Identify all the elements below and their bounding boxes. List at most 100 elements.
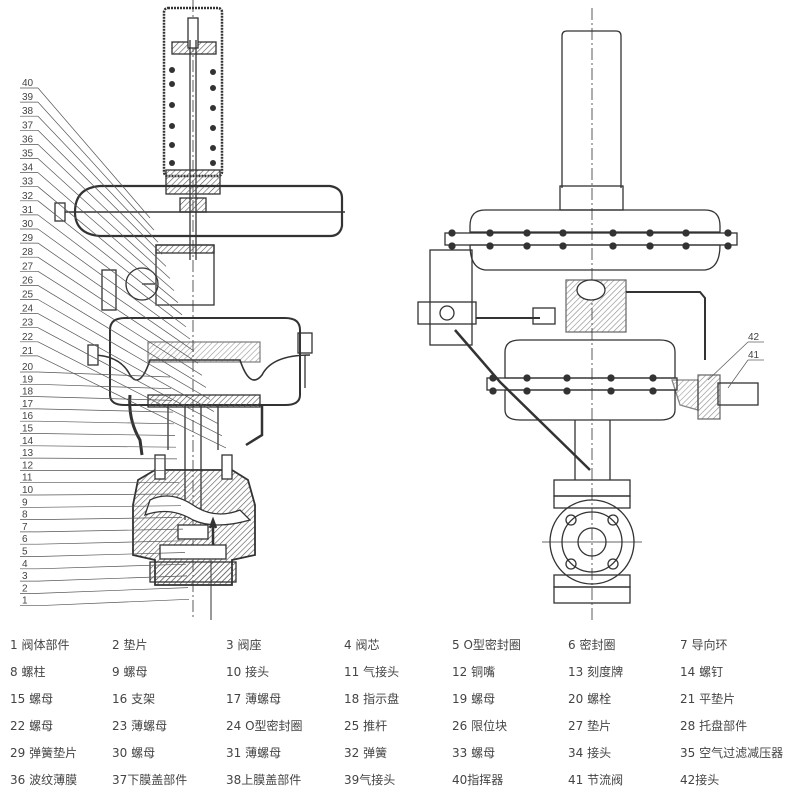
bolt <box>486 229 494 237</box>
leader-line <box>37 517 183 520</box>
leader-line <box>37 408 174 413</box>
callout-8: 8 <box>22 510 28 521</box>
leader-line <box>37 575 188 582</box>
callout-33: 33 <box>22 177 34 188</box>
bolt <box>489 374 497 382</box>
bolt <box>559 242 567 250</box>
leader-line <box>37 285 207 388</box>
part-item: 32 弹簧 <box>344 746 388 760</box>
callout-15: 15 <box>22 424 34 435</box>
part-item: 3 阀座 <box>226 638 262 652</box>
callout-23: 23 <box>22 318 34 329</box>
callout-24: 24 <box>22 304 34 315</box>
leader-line <box>37 313 215 412</box>
part-item: 21 平垫片 <box>680 692 736 706</box>
bolt <box>563 374 571 382</box>
leader-line <box>37 214 187 328</box>
leader-line <box>37 355 227 449</box>
lower-diaphragm <box>504 339 676 379</box>
part-item: 7 导向环 <box>680 638 728 652</box>
leader-line <box>37 540 185 545</box>
bolt <box>523 387 531 395</box>
part-item: 10 接头 <box>226 665 270 679</box>
bolt <box>609 242 617 250</box>
leader-line <box>37 445 177 448</box>
callout-27: 27 <box>22 261 34 272</box>
part-item: 24 O型密封圈 <box>226 719 303 733</box>
leader-line <box>37 493 181 496</box>
callout-41: 41 <box>748 350 760 361</box>
leader-line <box>37 101 155 231</box>
leader-line <box>37 420 175 425</box>
callout-11: 11 <box>22 473 33 484</box>
leader-line <box>37 115 159 243</box>
leader-line <box>37 505 182 508</box>
callout-26: 26 <box>22 275 34 286</box>
callout-20: 20 <box>22 362 34 373</box>
part-item: 33 螺母 <box>452 746 496 760</box>
callout-13: 13 <box>22 448 34 459</box>
part-item: 2 垫片 <box>112 638 148 652</box>
callout-21: 21 <box>22 346 34 357</box>
part-item: 35 空气过滤减压器 <box>680 746 784 760</box>
leader-line <box>37 563 187 570</box>
callout-31: 31 <box>22 205 34 216</box>
part-item: 37下膜盖部件 <box>112 773 188 787</box>
callout-1: 1 <box>22 596 28 607</box>
left-leader-lines <box>20 87 227 607</box>
part-item: 34 接头 <box>568 746 612 760</box>
bolt <box>649 374 657 382</box>
part-item: 13 刻度牌 <box>568 665 624 679</box>
callout-16: 16 <box>22 411 34 422</box>
part-item: 23 薄螺母 <box>112 719 168 733</box>
bolt <box>559 229 567 237</box>
lower-bolts <box>489 374 657 395</box>
leader-line <box>37 144 167 267</box>
leader-line <box>37 271 203 376</box>
part-item: 16 支架 <box>112 692 156 706</box>
callout-32: 32 <box>22 191 34 202</box>
part-item: 26 限位块 <box>452 719 508 733</box>
callout-40: 40 <box>22 78 34 89</box>
bolt <box>646 229 654 237</box>
leader-line <box>37 528 184 533</box>
spring-coils <box>169 67 216 166</box>
callout-4: 4 <box>22 559 28 570</box>
sectional-view <box>54 0 345 620</box>
leader-line <box>37 242 195 352</box>
callout-35: 35 <box>22 149 34 160</box>
upper-bolts <box>448 229 732 250</box>
callout-12: 12 <box>22 460 34 471</box>
part-item: 17 薄螺母 <box>226 692 282 706</box>
callout-7: 7 <box>22 522 28 533</box>
leader-line <box>37 457 178 460</box>
callout-3: 3 <box>22 571 28 582</box>
part-item: 42接头 <box>680 773 720 787</box>
bolt <box>609 229 617 237</box>
bolt <box>448 242 456 250</box>
part-item: 6 密封圈 <box>568 638 616 652</box>
callout-5: 5 <box>22 547 28 558</box>
bolt <box>607 374 615 382</box>
bolt <box>523 374 531 382</box>
part-item: 29 弹簧垫片 <box>10 746 78 760</box>
part-item: 18 指示盘 <box>344 692 400 706</box>
part-item: 36 波纹薄膜 <box>10 773 78 787</box>
bolt <box>448 229 456 237</box>
part-item: 11 气接头 <box>344 665 400 679</box>
right-leader-lines <box>707 341 764 389</box>
bolt <box>646 242 654 250</box>
callout-38: 38 <box>22 106 34 117</box>
callout-10: 10 <box>22 485 34 496</box>
spring-cap <box>561 30 622 188</box>
part-item: 25 推杆 <box>344 719 388 733</box>
callout-29: 29 <box>22 233 34 244</box>
left-callout-numbers: 4039383736353433323130292827262524232221… <box>22 78 34 607</box>
bolt <box>724 229 732 237</box>
part-item: 40指挥器 <box>452 773 504 787</box>
